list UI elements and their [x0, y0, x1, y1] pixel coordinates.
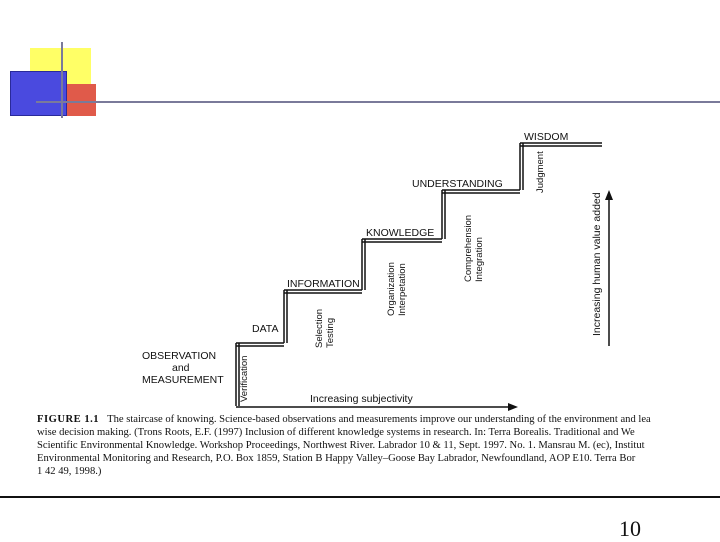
riser-label-5-line-1: Judgment — [535, 151, 546, 193]
x-axis-arrowhead — [508, 403, 518, 411]
y-axis-arrowhead — [605, 190, 613, 200]
step-label-1-line-3: MEASUREMENT — [142, 374, 224, 386]
caption-line-5: 1 42 49, 1998.) — [37, 466, 102, 477]
step-label-6-line-1: WISDOM — [524, 131, 568, 143]
step-label-4-line-1: KNOWLEDGE — [366, 227, 434, 239]
step-label-3-line-1: INFORMATION — [287, 278, 360, 290]
title-rule — [36, 101, 720, 103]
x-axis-label: Increasing subjectivity — [310, 393, 413, 405]
riser-label-4-line-1: Comprehension — [463, 215, 474, 282]
riser-label-2-line-1: Selection — [314, 309, 325, 348]
page-number: 10 — [619, 516, 641, 541]
caption-line-2: wise decision making. (Trons Roots, E.F.… — [37, 427, 635, 438]
y-axis-label: Increasing human value added — [591, 192, 603, 336]
step-label-5-line-1: UNDERSTANDING — [412, 178, 503, 190]
step-label-1-line-2: and — [172, 362, 190, 374]
step-label-1-line-1: OBSERVATION — [142, 350, 216, 362]
caption-line-4: Environmental Monitoring and Research, P… — [37, 453, 636, 464]
riser-label-2-line-2: Testing — [325, 318, 336, 348]
caption-line-3: Scientific Environmental Knowledge. Work… — [37, 440, 645, 451]
step-label-2-line-1: DATA — [252, 323, 278, 335]
riser-label-1-line-1: Verification — [239, 356, 250, 402]
footer-rule — [0, 496, 720, 498]
figure-label: FIGURE 1.1 — [37, 414, 100, 425]
decor-blue-square — [10, 71, 67, 116]
riser-label-3-line-1: Organization — [386, 262, 397, 316]
staircase-lines — [235, 142, 602, 406]
riser-label-4-line-2: Integration — [474, 237, 485, 282]
riser-label-3-line-2: Interpetation — [397, 263, 408, 316]
decor-vertical-line — [61, 42, 63, 118]
